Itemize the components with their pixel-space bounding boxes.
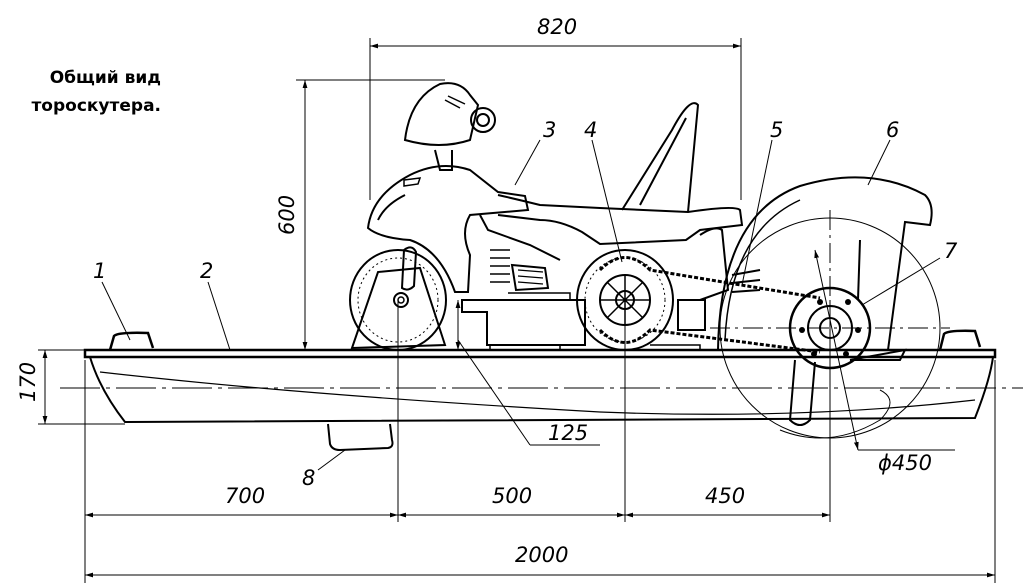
callout-leaders <box>101 139 941 471</box>
dimension-lines <box>38 38 996 583</box>
dim-500: 500 <box>492 484 532 508</box>
dim-diameter: ϕ450 <box>878 451 932 475</box>
callout-2: 2 <box>200 259 213 283</box>
dim-700: 700 <box>225 484 265 508</box>
callout-8: 8 <box>302 466 315 490</box>
keel-fin <box>327 423 394 452</box>
hull <box>60 348 1023 424</box>
callout-1: 1 <box>93 259 106 283</box>
drive-chain <box>598 256 821 354</box>
handle-rear <box>938 329 982 351</box>
dim-125: 125 <box>548 421 588 445</box>
caption-line-2: тороскутера. <box>31 96 161 116</box>
dim-820: 820 <box>537 15 577 39</box>
callout-7: 7 <box>944 239 958 263</box>
dim-600: 600 <box>275 195 299 235</box>
callout-3: 3 <box>543 118 556 142</box>
caption-line-1: Общий вид <box>49 68 161 88</box>
dim-170: 170 <box>16 362 40 402</box>
dim-2000: 2000 <box>515 543 568 567</box>
callout-4: 4 <box>584 118 597 142</box>
dim-450: 450 <box>705 484 745 508</box>
callout-6: 6 <box>886 118 899 142</box>
callout-5: 5 <box>770 118 783 142</box>
figure-caption: Общий вид тороскутера. <box>31 64 161 120</box>
handle-front <box>108 331 155 351</box>
scooter-body <box>366 82 761 350</box>
